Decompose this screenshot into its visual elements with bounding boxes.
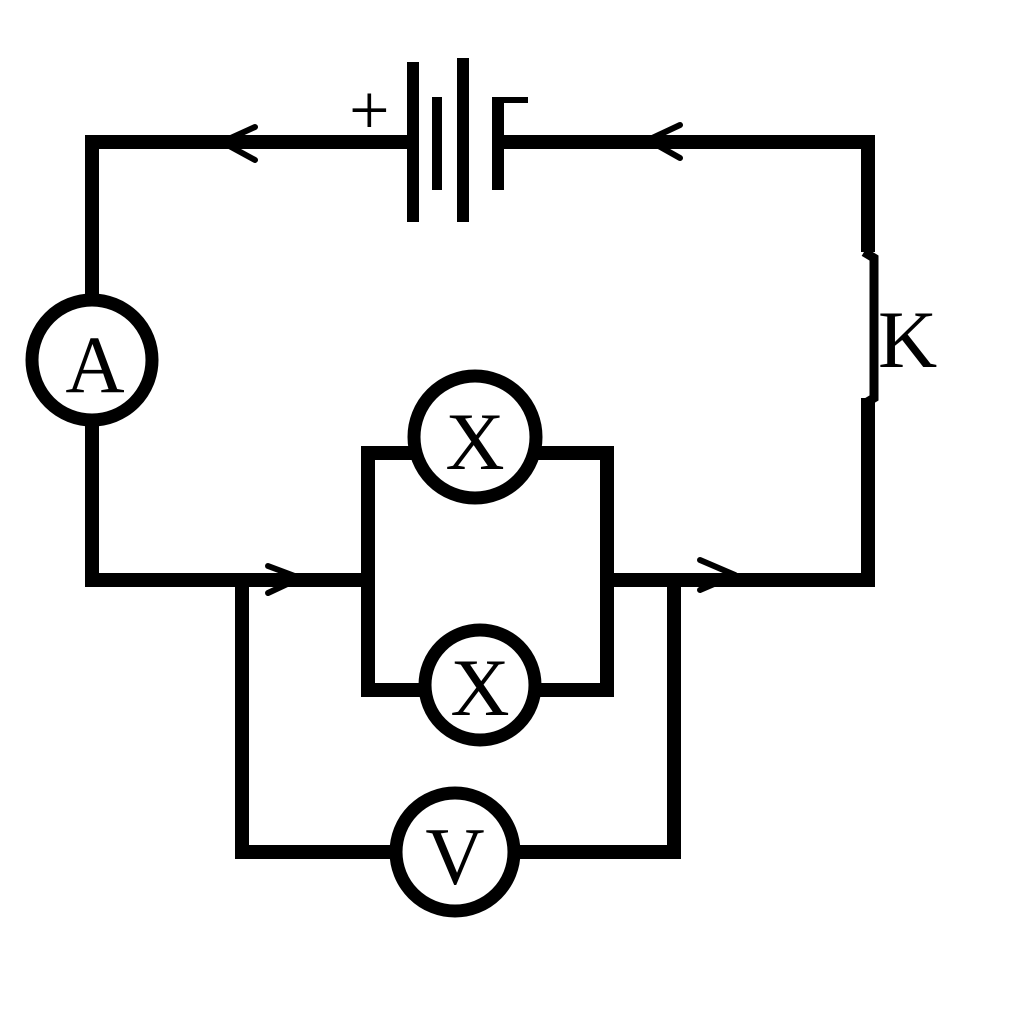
switch-k — [861, 248, 879, 408]
battery-positive-sign: + — [349, 70, 390, 150]
wire-top-left — [85, 135, 407, 300]
ammeter-ring — [25, 293, 159, 427]
battery-symbol — [407, 58, 504, 222]
switch-label: K — [878, 294, 937, 385]
wire-right-lower — [607, 398, 875, 587]
lamp-top-label: X — [445, 396, 504, 487]
current-arrow-bottom-left — [265, 563, 303, 596]
voltmeter-ring — [389, 786, 521, 918]
current-arrow-top-left — [219, 124, 258, 163]
voltmeter-branch — [235, 580, 681, 859]
wire-left-lower — [85, 420, 368, 587]
lamp-bottom: X — [418, 623, 542, 747]
lamp-bottom-ring — [418, 623, 542, 747]
current-arrow-bottom-right — [697, 557, 738, 593]
voltmeter: V — [389, 786, 521, 918]
parallel-branch — [361, 446, 614, 697]
lamp-top-ring — [407, 369, 543, 505]
wire-top-right — [498, 135, 875, 252]
lamp-top: X — [407, 369, 543, 505]
ammeter: A — [25, 293, 159, 427]
ammeter-label: A — [65, 319, 124, 410]
voltmeter-label: V — [425, 811, 484, 902]
current-arrow-top-right — [645, 122, 683, 161]
lamp-bottom-label: X — [450, 642, 509, 733]
